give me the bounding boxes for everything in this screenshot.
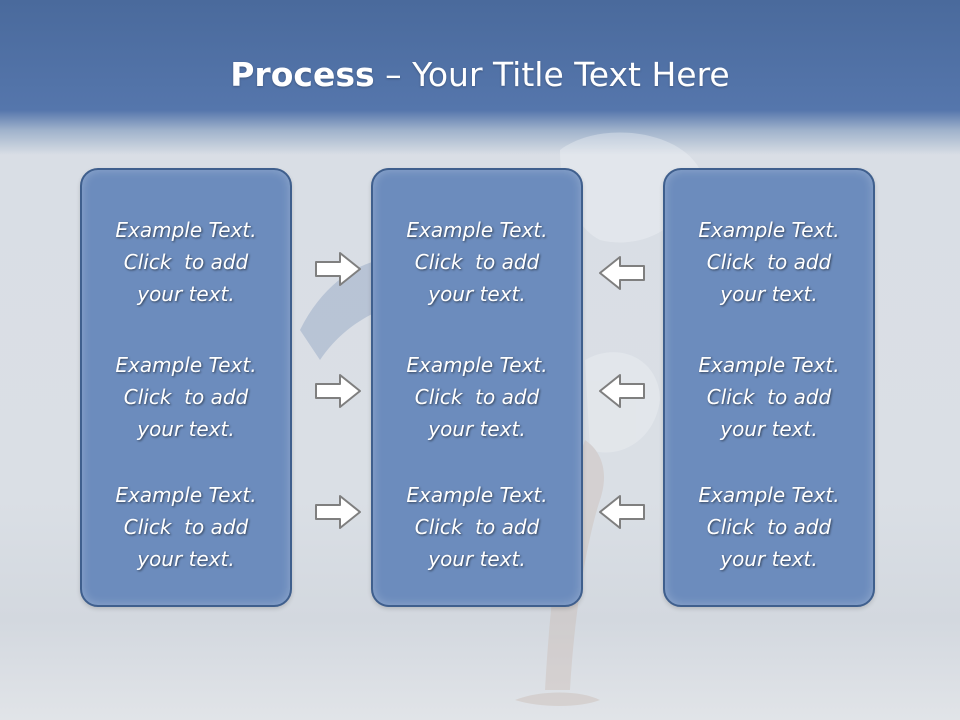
line-1: Example Text. [115,218,257,242]
line-3: your text. [137,417,235,441]
line-3: your text. [428,417,526,441]
right-arrow-icon [315,374,361,408]
line-2: Click to add [414,515,540,539]
line-1: Example Text. [115,483,257,507]
line-1: Example Text. [115,353,257,377]
line-2: Click to add [123,515,249,539]
line-3: your text. [720,417,818,441]
line-2: Click to add [123,250,249,274]
line-1: Example Text. [406,483,548,507]
line-2: Click to add [414,385,540,409]
line-3: your text. [137,282,235,306]
line-3: your text. [137,547,235,571]
text-placeholder[interactable]: Example Text. Click to add your text. [665,349,873,445]
title-rest: – Your Title Text Here [374,55,730,94]
line-1: Example Text. [698,483,840,507]
right-arrow-icon [315,495,361,529]
text-placeholder[interactable]: Example Text. Click to add your text. [373,479,581,575]
text-placeholder[interactable]: Example Text. Click to add your text. [373,214,581,310]
process-box-middle[interactable]: Example Text. Click to add your text. Exam… [371,168,583,607]
text-placeholder[interactable]: Example Text. Click to add your text. [373,349,581,445]
right-arrow-icon [315,252,361,286]
left-arrow-icon [599,256,645,290]
slide-title: Process – Your Title Text Here [0,50,960,100]
text-placeholder[interactable]: Example Text. Click to add your text. [665,214,873,310]
process-box-left[interactable]: Example Text. Click to add your text. Exam… [80,168,292,607]
line-2: Click to add [123,385,249,409]
line-3: your text. [428,547,526,571]
text-placeholder[interactable]: Example Text. Click to add your text. [665,479,873,575]
line-2: Click to add [706,250,832,274]
left-arrow-icon [599,374,645,408]
left-arrow-icon [599,495,645,529]
line-2: Click to add [706,385,832,409]
line-3: your text. [720,282,818,306]
line-3: your text. [428,282,526,306]
line-1: Example Text. [698,218,840,242]
text-placeholder[interactable]: Example Text. Click to add your text. [82,214,290,310]
title-bold: Process [230,55,375,94]
process-box-right[interactable]: Example Text. Click to add your text. Exam… [663,168,875,607]
line-2: Click to add [706,515,832,539]
line-1: Example Text. [406,218,548,242]
line-2: Click to add [414,250,540,274]
text-placeholder[interactable]: Example Text. Click to add your text. [82,349,290,445]
line-1: Example Text. [698,353,840,377]
line-3: your text. [720,547,818,571]
line-1: Example Text. [406,353,548,377]
text-placeholder[interactable]: Example Text. Click to add your text. [82,479,290,575]
